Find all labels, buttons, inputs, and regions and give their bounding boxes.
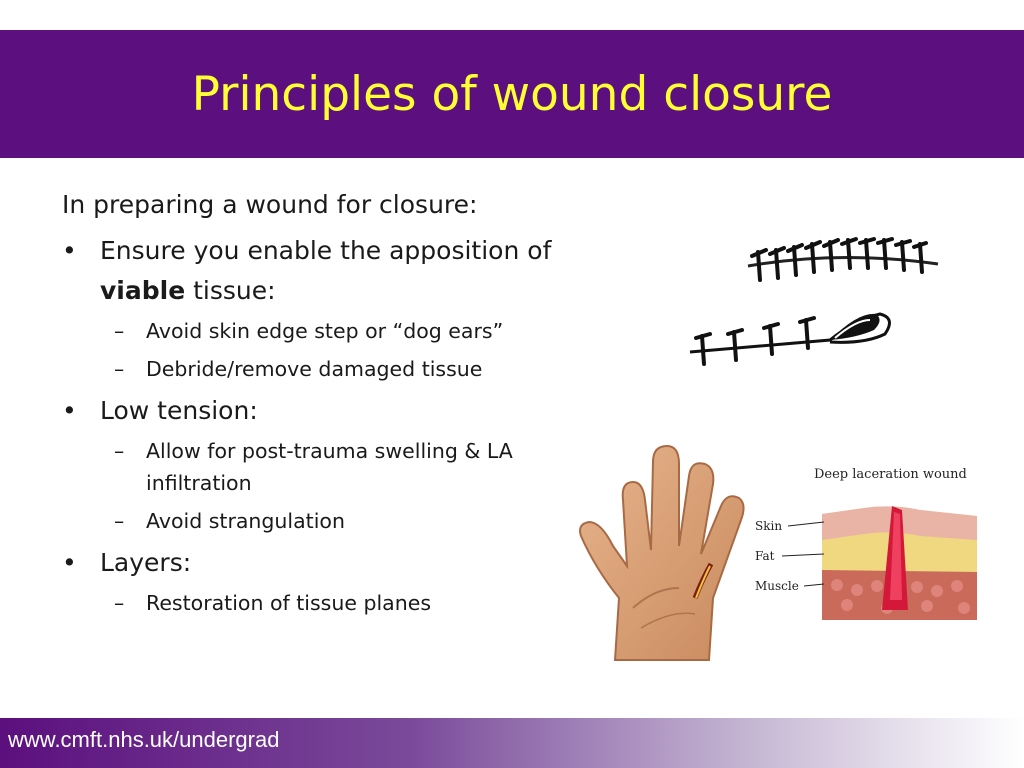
slide-content: In preparing a wound for closure: Ensure…	[62, 190, 642, 625]
laceration-caption: Deep laceration wound	[814, 467, 967, 482]
bullet-apposition-post: tissue:	[185, 276, 276, 305]
bullet-low-tension: Low tension: Allow for post-trauma swell…	[62, 391, 642, 537]
label-fat: Fat	[755, 549, 775, 563]
sub-bullet: Restoration of tissue planes	[100, 587, 642, 619]
sub-bullet: Allow for post-trauma swelling & LA infi…	[100, 435, 560, 499]
bullet-apposition-bold: viable	[100, 276, 186, 305]
bullet-list: Ensure you enable the apposition of viab…	[62, 231, 642, 619]
footer-bar: www.cmft.nhs.uk/undergrad	[0, 718, 1024, 768]
bullet-layers: Layers: Restoration of tissue planes	[62, 543, 642, 619]
slide-title: Principles of wound closure	[191, 66, 833, 122]
sub-list-low-tension: Allow for post-trauma swelling & LA infi…	[100, 435, 560, 537]
sub-list-apposition: Avoid skin edge step or “dog ears” Debri…	[100, 315, 642, 385]
label-muscle: Muscle	[755, 579, 799, 593]
title-bar: Principles of wound closure	[0, 30, 1024, 158]
sub-bullet: Avoid skin edge step or “dog ears”	[100, 315, 642, 347]
bullet-layers-text: Layers:	[100, 548, 192, 577]
footer-url: www.cmft.nhs.uk/undergrad	[8, 727, 280, 752]
sub-bullet: Avoid strangulation	[100, 505, 560, 537]
sub-bullet: Debride/remove damaged tissue	[100, 353, 642, 385]
bullet-apposition: Ensure you enable the apposition of viab…	[62, 231, 642, 385]
laceration-diagram-icon: Deep laceration wound Skin Fat Muscle	[752, 460, 982, 634]
label-skin: Skin	[755, 519, 782, 533]
bullet-low-tension-text: Low tension:	[100, 396, 258, 425]
bullet-apposition-text: Ensure you enable the apposition of	[100, 236, 552, 265]
intro-text: In preparing a wound for closure:	[62, 190, 478, 219]
hand-wound-icon	[575, 438, 755, 667]
sub-list-layers: Restoration of tissue planes	[100, 587, 642, 619]
suture-diagram-icon	[680, 222, 950, 386]
